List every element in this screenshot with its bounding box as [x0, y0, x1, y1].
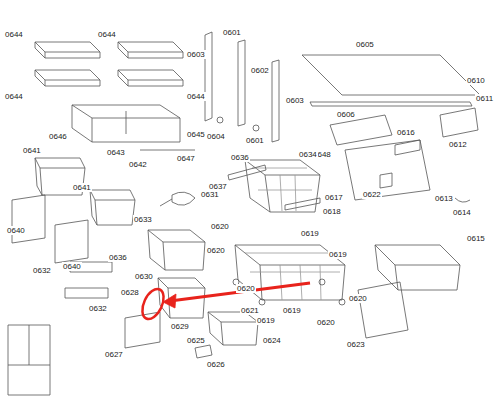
callout-number: 0620 [316, 318, 336, 327]
callout-number: 0615 [466, 234, 486, 243]
callout-number: 0632 [88, 304, 108, 313]
callout-number: 0619 [256, 316, 276, 325]
callout-number: 0634 [298, 150, 318, 159]
callout-number: 0601 [222, 28, 242, 37]
callout-number: 0612 [448, 140, 468, 149]
callout-number: 0623 [346, 340, 366, 349]
callout-number: 0602 [250, 66, 270, 75]
callout-number: 0633 [133, 215, 153, 224]
callout-number: 0621 [240, 306, 260, 315]
callout-number: 0644 [4, 92, 24, 101]
callout-number: 0620 [206, 246, 226, 255]
callout-number: 0627 [104, 350, 124, 359]
callout-number: 0629 [170, 322, 190, 331]
callout-number: 0620 [348, 294, 368, 303]
callout-number: 0605 [355, 40, 375, 49]
callout-number: 0610 [466, 76, 486, 85]
callout-number: 0619 [282, 306, 302, 315]
callout-number: 0642 [128, 160, 148, 169]
callout-number: 0620 [210, 222, 230, 231]
callout-number: 0645 [186, 130, 206, 139]
callout-number: 0618 [322, 207, 342, 216]
callout-number: 0622 [362, 190, 382, 199]
callout-number: 0604 [206, 132, 226, 141]
callout-number: 0625 [186, 336, 206, 345]
callout-number: 0636 [108, 253, 128, 262]
callout-number: 0603 [285, 96, 305, 105]
callout-number: 0603 [186, 50, 206, 59]
callout-number: 0644 [186, 92, 206, 101]
callout-number: 0631 [200, 190, 220, 199]
callout-number: 0614 [452, 208, 472, 217]
callout-number: 0646 [48, 132, 68, 141]
callout-number: 0611 [475, 94, 494, 103]
callout-number: 0606 [336, 110, 356, 119]
callout-number: 0626 [206, 360, 226, 369]
callout-number: 0643 [106, 148, 126, 157]
callout-number: 0644 [97, 30, 117, 39]
callout-number: 0641 [72, 183, 92, 192]
callout-number: 0641 [22, 146, 42, 155]
callout-number: 0640 [62, 262, 82, 271]
callout-number: 0632 [32, 266, 52, 275]
callout-number: 0640 [6, 226, 26, 235]
callout-number: 0644 [4, 30, 24, 39]
callout-number: 0601 [245, 136, 265, 145]
callout-number: 0630 [134, 272, 154, 281]
callout-number: 0636 [230, 153, 250, 162]
callout-number: 0620 [236, 284, 256, 293]
callout-number: 0619 [300, 229, 320, 238]
callout-number: 0624 [262, 336, 282, 345]
callout-number: 0619 [328, 250, 348, 259]
callout-number: 0613 [434, 194, 454, 203]
callout-number: 0617 [324, 193, 344, 202]
callout-number: 0628 [120, 288, 140, 297]
callout-number: 0647 [176, 154, 196, 163]
callout-number: 0616 [396, 128, 416, 137]
